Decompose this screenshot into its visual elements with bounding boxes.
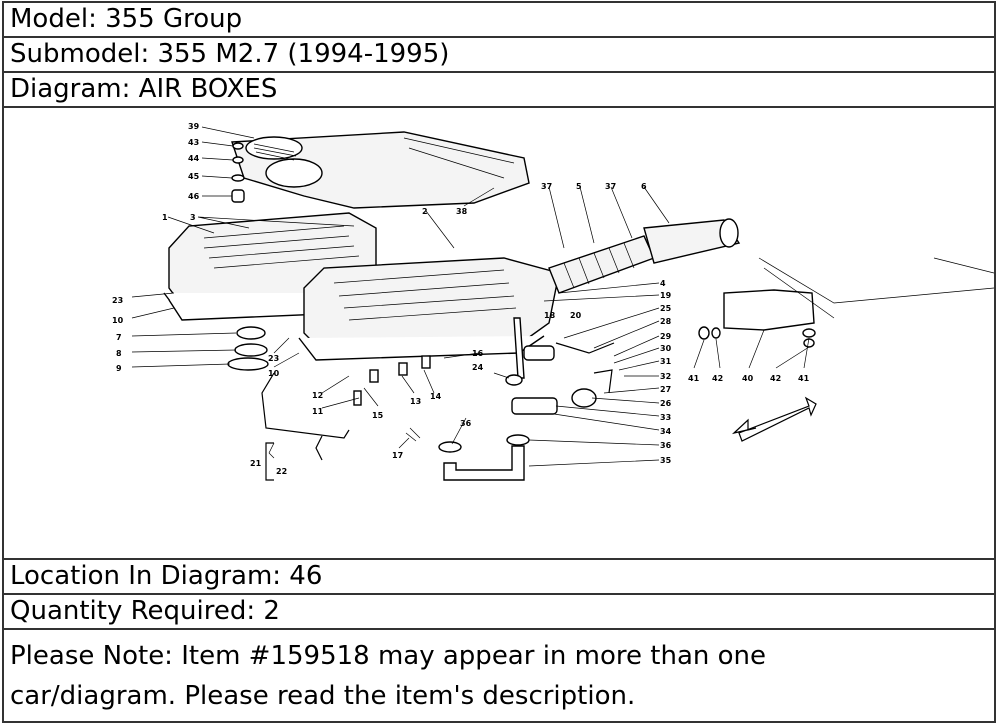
- label-20: 20: [570, 311, 582, 320]
- label-19: 19: [660, 291, 672, 300]
- label-6: 6: [641, 182, 647, 191]
- spacer-46: [231, 189, 245, 203]
- label-36b: 36: [460, 419, 472, 428]
- label-39: 39: [188, 122, 200, 131]
- clamp-9: [227, 357, 269, 371]
- washer-42b: [803, 338, 815, 348]
- label-28: 28: [660, 317, 672, 326]
- right-gasket: [298, 335, 545, 361]
- label-15: 15: [372, 411, 384, 420]
- label-34: 34: [660, 427, 672, 436]
- chassis-outline: [758, 257, 995, 319]
- note-line-1: Please Note: Item #159518 may appear in …: [10, 641, 767, 671]
- label-23a: 23: [112, 296, 123, 305]
- diagram-title-row: Diagram: AIR BOXES: [4, 73, 994, 108]
- bracket-40: [723, 289, 815, 331]
- label-3: 3: [190, 213, 196, 222]
- label-12: 12: [312, 391, 323, 400]
- label-21: 21: [250, 459, 262, 468]
- nut-41b: [802, 328, 816, 338]
- intake-tube: [643, 219, 741, 264]
- label-32: 32: [660, 372, 671, 381]
- label-29: 29: [660, 332, 672, 341]
- label-11: 11: [312, 407, 324, 416]
- valve-body: [511, 397, 558, 415]
- label-13: 13: [410, 397, 421, 406]
- washer-42a: [711, 327, 721, 339]
- label-30: 30: [660, 344, 672, 353]
- note-line-2: car/diagram. Please read the item's desc…: [10, 681, 636, 711]
- nut-41a: [698, 326, 710, 340]
- label-45: 45: [188, 172, 200, 181]
- label-33: 33: [660, 413, 671, 422]
- label-8: 8: [116, 349, 122, 358]
- label-4: 4: [660, 279, 666, 288]
- note-block: Please Note: Item #159518 may appear in …: [4, 630, 994, 721]
- label-27: 27: [660, 385, 671, 394]
- label-18: 18: [544, 311, 556, 320]
- label-9: 9: [116, 364, 122, 373]
- label-25: 25: [660, 304, 672, 313]
- cover-plate-opening: [265, 158, 323, 188]
- label-22: 22: [276, 467, 287, 476]
- label-10a: 10: [112, 316, 124, 325]
- washer-44: [232, 156, 244, 164]
- nut-45: [231, 174, 245, 182]
- label-42b: 42: [770, 374, 781, 383]
- label-31: 31: [660, 357, 672, 366]
- label-43: 43: [188, 138, 199, 147]
- label-7: 7: [116, 333, 122, 342]
- label-41b: 41: [798, 374, 810, 383]
- label-40: 40: [742, 374, 754, 383]
- label-41a: 41: [688, 374, 700, 383]
- label-46: 46: [188, 192, 200, 201]
- label-17: 17: [392, 451, 403, 460]
- air-boxes-drawing: 39 43 44 45 46 38 1 3 2 37 5 37 6 23 10 …: [112, 122, 995, 481]
- u-hose-35: [443, 445, 525, 481]
- label-2: 2: [422, 207, 428, 216]
- ring-7: [236, 326, 266, 340]
- label-26: 26: [660, 399, 672, 408]
- front-direction-arrow: [738, 396, 817, 442]
- breather-pipe: [261, 372, 350, 439]
- valve-18: [523, 345, 555, 361]
- bracket-21: [265, 442, 274, 481]
- label-10b: 10: [268, 369, 280, 378]
- label-44: 44: [188, 154, 200, 163]
- clamp-36a: [438, 441, 462, 453]
- label-5: 5: [576, 182, 582, 191]
- clamp-8: [234, 343, 268, 357]
- submodel-row: Submodel: 355 M2.7 (1994-1995): [4, 38, 994, 73]
- air-box-cover-plate: [231, 131, 530, 209]
- location-row: Location In Diagram: 46: [4, 560, 994, 595]
- washer-43: [232, 142, 244, 150]
- label-24: 24: [472, 363, 484, 372]
- label-16: 16: [472, 349, 484, 358]
- label-38: 38: [456, 207, 468, 216]
- label-23b: 23: [268, 354, 279, 363]
- label-42a: 42: [712, 374, 723, 383]
- clip-17: [405, 427, 421, 442]
- tube-24: [513, 317, 525, 379]
- label-37b: 37: [605, 182, 616, 191]
- model-row: Model: 355 Group: [4, 3, 994, 38]
- clamp-36b: [506, 434, 530, 446]
- label-14: 14: [430, 392, 442, 401]
- label-35: 35: [660, 456, 672, 465]
- exploded-parts-diagram: 39 43 44 45 46 38 1 3 2 37 5 37 6 23 10 …: [4, 108, 995, 560]
- quantity-row: Quantity Required: 2: [4, 595, 994, 630]
- label-1: 1: [162, 213, 168, 222]
- label-37a: 37: [541, 182, 552, 191]
- label-36a: 36: [660, 441, 672, 450]
